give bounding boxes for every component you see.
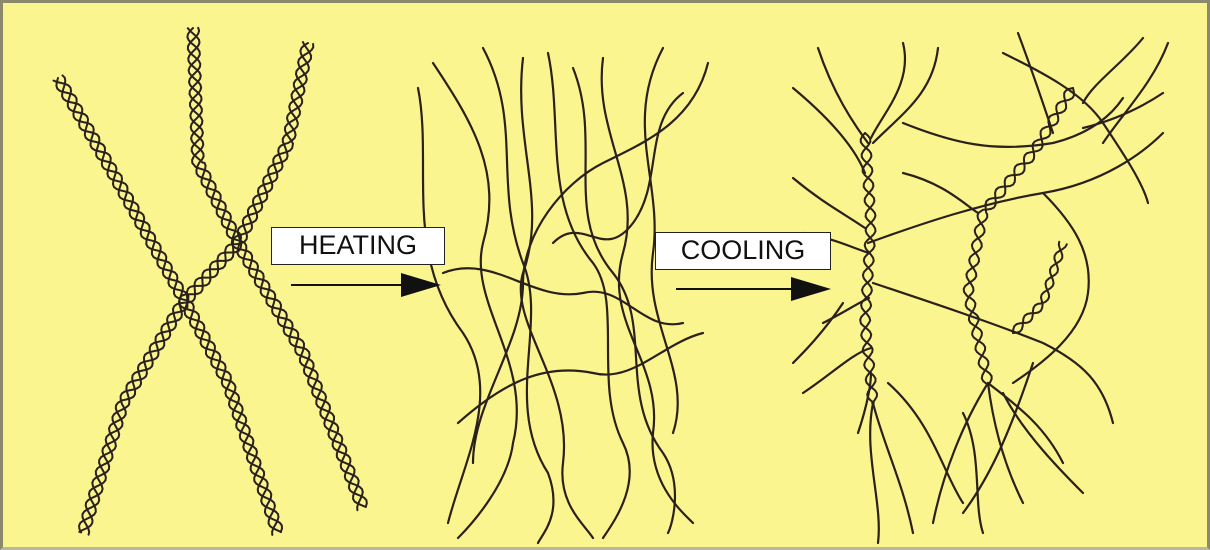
heating-arrow-icon: [291, 273, 441, 297]
fiber-b-strand: [188, 28, 367, 507]
random-coil-3: [483, 48, 553, 543]
random-coil-12: [553, 93, 683, 243]
cooling-arrow-icon: [676, 277, 831, 301]
network-coil-13: [868, 133, 1163, 243]
network-coil-7: [823, 298, 869, 323]
network-coil-18: [1083, 38, 1143, 103]
network-coil-2: [818, 48, 868, 143]
network-coil-20: [1103, 43, 1168, 143]
network-coil-29: [903, 98, 1123, 147]
stage-partially-renatured-gel: [793, 33, 1168, 543]
random-coil-10: [443, 268, 683, 324]
network-coil-11: [870, 403, 879, 543]
network-coil-26: [963, 413, 983, 533]
network-coil-8: [803, 348, 871, 393]
cooling-label: COOLING: [655, 232, 831, 270]
network-coil-28: [793, 303, 843, 363]
stage-random-coils: [418, 48, 708, 543]
network-coil-23: [933, 383, 988, 523]
network-coil-25: [1003, 393, 1083, 493]
heating-label: HEATING: [271, 227, 445, 265]
network-coil-16: [1003, 53, 1148, 203]
network-coil-1: [793, 88, 865, 173]
random-coil-2: [433, 63, 517, 538]
random-coil-5: [548, 53, 630, 538]
strand-artwork: [3, 3, 1207, 547]
network-coil-3: [871, 43, 905, 138]
random-coil-1: [418, 88, 480, 523]
renatured-helix-c-strand: [1013, 244, 1067, 333]
network-coil-5: [793, 178, 865, 228]
fiber-a-strand: [56, 78, 282, 532]
renatured-helix-b-strand: [966, 88, 1073, 383]
fiber-a-strand: [54, 81, 279, 535]
network-coil-15: [903, 173, 978, 213]
network-coil-9: [858, 373, 871, 433]
network-coil-22: [988, 383, 1023, 503]
network-coil-14: [873, 283, 1113, 423]
fiber-c-strand: [79, 42, 311, 532]
random-coil-6: [573, 68, 675, 533]
network-coil-17: [1018, 33, 1053, 133]
fiber-a-strand: [62, 75, 281, 532]
